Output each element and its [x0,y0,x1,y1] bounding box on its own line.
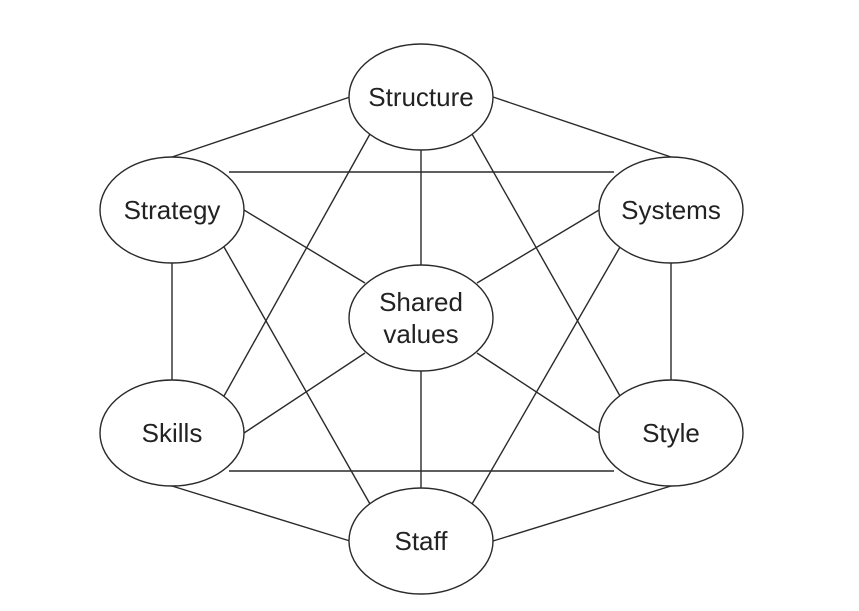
edge-shared-values-to-style [476,352,600,434]
edge-structure-to-systems [492,96,672,158]
node-label-systems: Systems [621,195,721,225]
edge-strategy-to-shared-values [243,209,366,284]
node-ellipse-strategy [99,156,245,264]
edge-skills-to-staff [171,485,351,542]
node-ellipse-style [598,379,744,487]
node-label-structure: Structure [368,82,474,112]
node-label-staff: Staff [394,526,448,556]
edge-structure-to-style [471,133,621,397]
node-label-skills: Skills [142,418,203,448]
edge-strategy-to-staff [223,246,371,505]
node-label-shared-values-line-2: values [383,319,458,349]
edge-structure-to-strategy [171,96,351,158]
edge-systems-to-shared-values [476,209,600,284]
edge-structure-to-skills [223,133,371,397]
edge-systems-to-staff [471,246,621,505]
connector-lines [171,96,672,542]
node-strategy: Strategy [99,156,245,264]
node-ellipse-shared-values [348,264,494,372]
edge-shared-values-to-skills [243,352,366,434]
node-label-style: Style [642,418,700,448]
node-staff: Staff [348,487,494,595]
edge-style-to-staff [492,485,672,542]
node-ellipse-systems [598,156,744,264]
node-ellipse-structure [348,43,494,151]
node-label-shared-values-line-1: Shared [379,287,463,317]
node-skills: Skills [99,379,245,487]
node-style: Style [598,379,744,487]
node-label-strategy: Strategy [124,195,221,225]
node-ellipse-staff [348,487,494,595]
node-systems: Systems [598,156,744,264]
node-structure: Structure [348,43,494,151]
node-ellipse-skills [99,379,245,487]
